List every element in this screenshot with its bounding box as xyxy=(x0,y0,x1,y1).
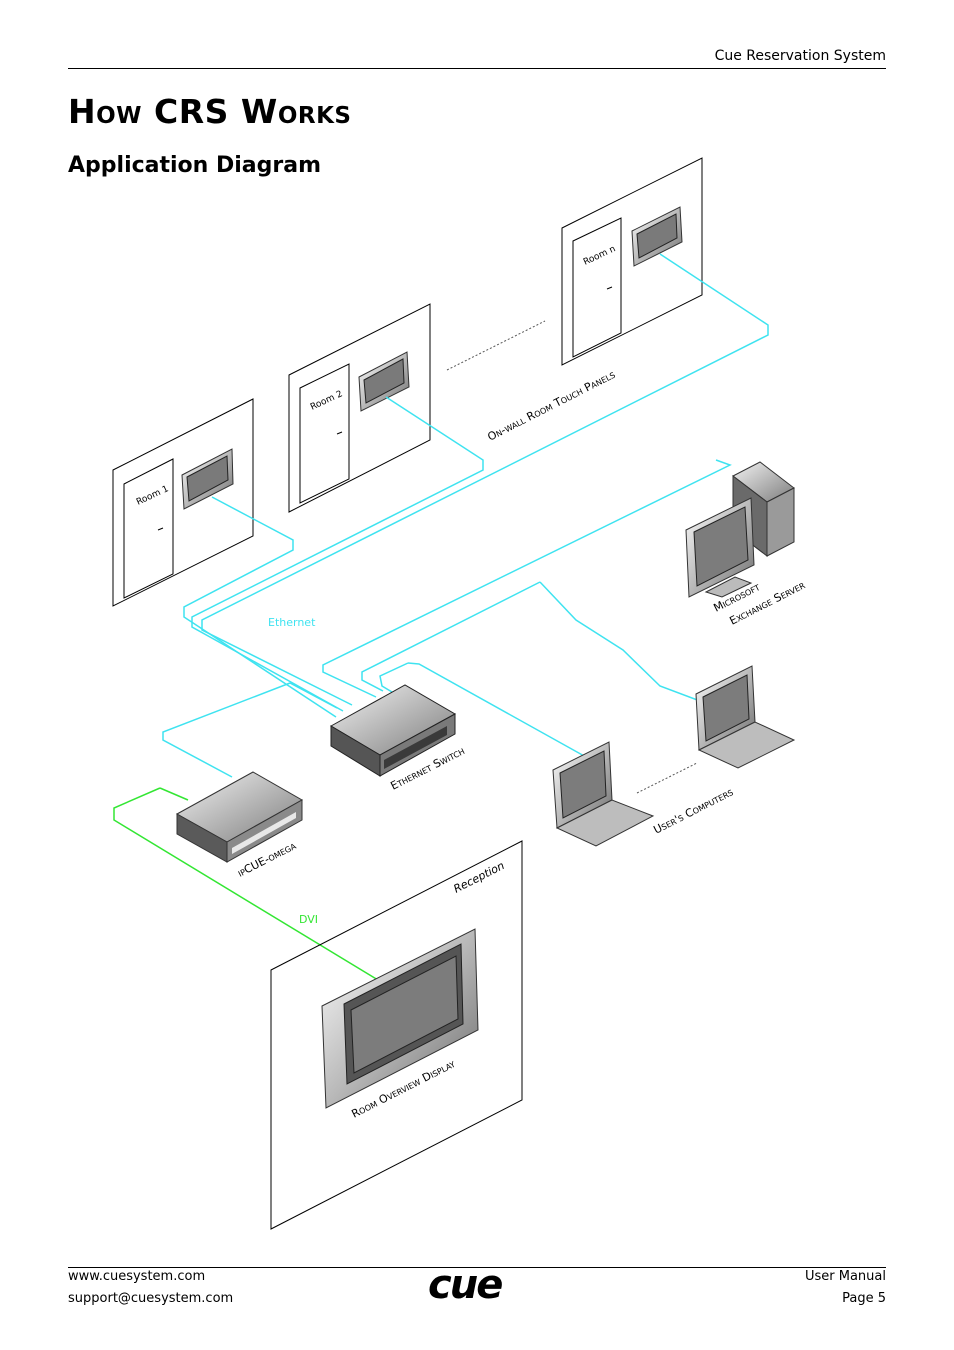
wall-room-n: Room n xyxy=(561,157,703,366)
page-header: Cue Reservation System xyxy=(68,46,886,69)
panels-label: On-wall Room Touch Panels xyxy=(485,368,617,444)
dvi-label: DVI xyxy=(299,913,318,926)
reception-wall xyxy=(270,840,523,1230)
wall-room-1: Room 1 xyxy=(112,398,254,607)
room-1-label: Room 1 xyxy=(135,484,170,508)
ethernet-label: Ethernet xyxy=(268,616,316,629)
document-title: Cue Reservation System xyxy=(714,48,886,64)
section-title: Application Diagram xyxy=(68,153,321,178)
footer-website[interactable]: www.cuesystem.com xyxy=(68,1269,206,1284)
ethernet-switch xyxy=(329,684,457,777)
room-n-label: Room n xyxy=(582,244,617,268)
footer-email[interactable]: support@cuesystem.com xyxy=(68,1291,234,1306)
footer-rule xyxy=(68,1267,886,1268)
room-overview-display xyxy=(321,928,479,1109)
cue-logo: cue xyxy=(428,1262,503,1308)
footer-manual: User Manual xyxy=(804,1269,886,1284)
ipcue-omega-controller xyxy=(175,771,304,863)
wall-room-2: Room 2 xyxy=(288,303,431,513)
laptop-2 xyxy=(695,665,796,769)
computers-label: User's Computers xyxy=(651,785,735,836)
footer-page-number: Page 5 xyxy=(842,1291,886,1306)
room-2-label: Room 2 xyxy=(309,389,344,413)
rooms-continuation-dots xyxy=(446,320,546,371)
page-title: How CRS Works xyxy=(68,92,352,131)
dvi-cable xyxy=(113,787,379,981)
exchange-server xyxy=(685,461,795,598)
ethernet-cables xyxy=(162,253,769,778)
laptop-1 xyxy=(552,741,655,847)
reception-label: Reception xyxy=(451,859,506,896)
